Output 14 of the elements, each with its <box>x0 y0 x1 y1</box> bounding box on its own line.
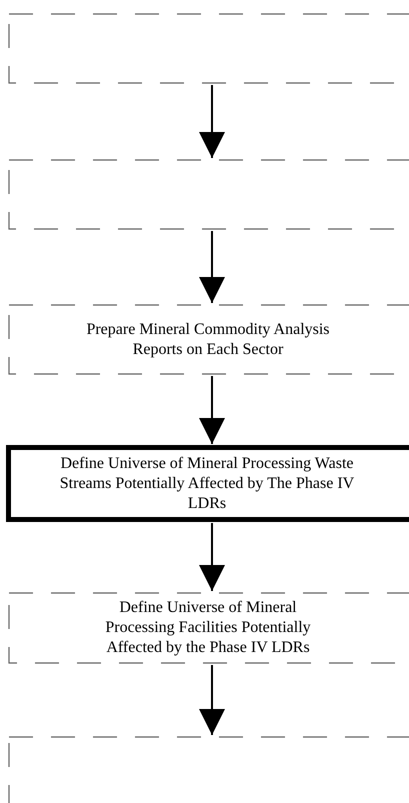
dashed-process-box <box>8 736 409 803</box>
arrow <box>199 376 225 444</box>
arrow <box>199 665 225 735</box>
box-label: Define Universe of Mineral Processing Facilities Potentially Affected by the Phase IV LDRs <box>104 598 312 658</box>
dashed-process-box <box>8 13 409 84</box>
dashed-process-box <box>8 304 409 375</box>
dashed-process-box <box>8 592 409 664</box>
arrow <box>199 231 225 303</box>
box-label: Define Universe of Mineral Processing Waste Streams Potentially Affected by The Phase IV LDRs <box>58 454 356 514</box>
process-box <box>6 445 409 522</box>
arrow <box>199 523 225 591</box>
box-label: Prepare Mineral Commodity Analysis Reports on Each Sector <box>85 320 331 360</box>
dashed-process-box <box>8 159 409 230</box>
arrow <box>199 85 225 158</box>
